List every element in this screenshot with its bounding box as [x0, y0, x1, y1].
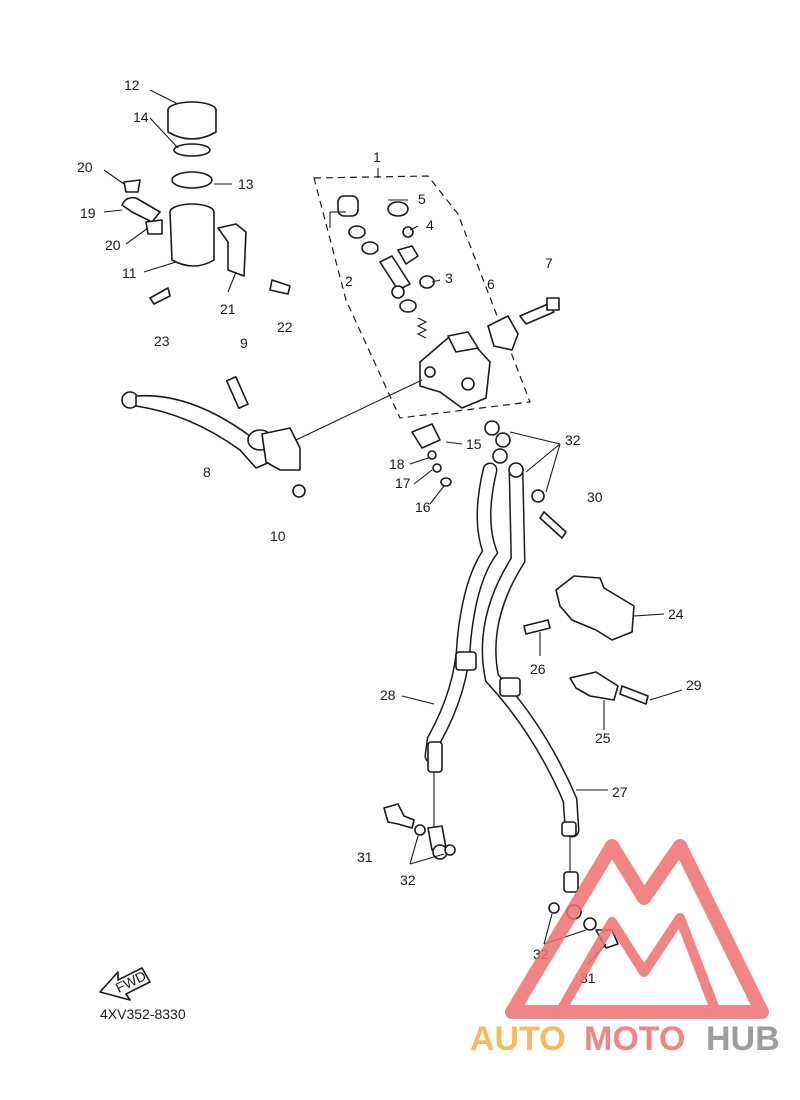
- switch-parts: [409, 423, 463, 505]
- callout-23: 23: [154, 333, 170, 349]
- callout-14: 14: [133, 109, 149, 125]
- master-cylinder-kit-group: [313, 168, 531, 419]
- callout-3: 3: [445, 270, 453, 286]
- holder-bracket: [487, 297, 560, 351]
- master-cylinder-body: [295, 331, 491, 441]
- hose-brackets: [523, 575, 683, 730]
- callout-15: 15: [466, 436, 482, 452]
- callout-7: 7: [545, 255, 553, 271]
- callout-6: 6: [487, 276, 495, 292]
- callout-29: 29: [686, 677, 702, 693]
- callout-22: 22: [277, 319, 293, 335]
- callout-18: 18: [389, 456, 405, 472]
- callout-1: 1: [373, 149, 381, 165]
- callout-9: 9: [240, 335, 248, 351]
- callout-4: 4: [426, 217, 434, 233]
- top-washers: [484, 420, 567, 539]
- diagram-code: 4XV352-8330: [100, 1006, 186, 1022]
- callout-24: 24: [668, 606, 684, 622]
- callout-31-left: 31: [357, 849, 373, 865]
- callout-32-left: 32: [400, 872, 416, 888]
- callout-20-bottom: 20: [105, 237, 121, 253]
- callout-12: 12: [124, 77, 140, 93]
- bottom-fittings: [383, 803, 619, 965]
- callout-26: 26: [530, 661, 546, 677]
- fwd-arrow-icon: FWD: [99, 967, 151, 1001]
- callout-13: 13: [238, 176, 254, 192]
- callout-20-top: 20: [77, 159, 93, 175]
- logo-text-moto: MOTO: [584, 1020, 685, 1058]
- callout-17: 17: [395, 475, 411, 491]
- callout-8: 8: [203, 464, 211, 480]
- callout-28: 28: [380, 687, 396, 703]
- callout-2: 2: [345, 273, 353, 289]
- callout-labels: 1 2 3 4 5 6 7 8 9 10 11 12 13 14 15 16 1…: [77, 77, 702, 1022]
- callout-11: 11: [122, 265, 137, 281]
- automotohub-logo: AUTO MOTO HUB: [470, 839, 780, 1058]
- callout-21: 21: [220, 301, 236, 317]
- callout-30: 30: [587, 489, 603, 505]
- callout-25: 25: [595, 730, 611, 746]
- reservoir-assembly: [103, 89, 291, 305]
- callout-32-top: 32: [565, 432, 581, 448]
- logo-text-hub: HUB: [706, 1020, 780, 1058]
- brake-hoses: [401, 462, 608, 920]
- brake-lever: [121, 375, 306, 498]
- callout-10: 10: [270, 528, 286, 544]
- callout-5: 5: [418, 191, 426, 207]
- callout-16: 16: [415, 499, 431, 515]
- callout-19: 19: [80, 205, 96, 221]
- callout-27: 27: [612, 784, 628, 800]
- logo-text-auto: AUTO: [470, 1020, 566, 1058]
